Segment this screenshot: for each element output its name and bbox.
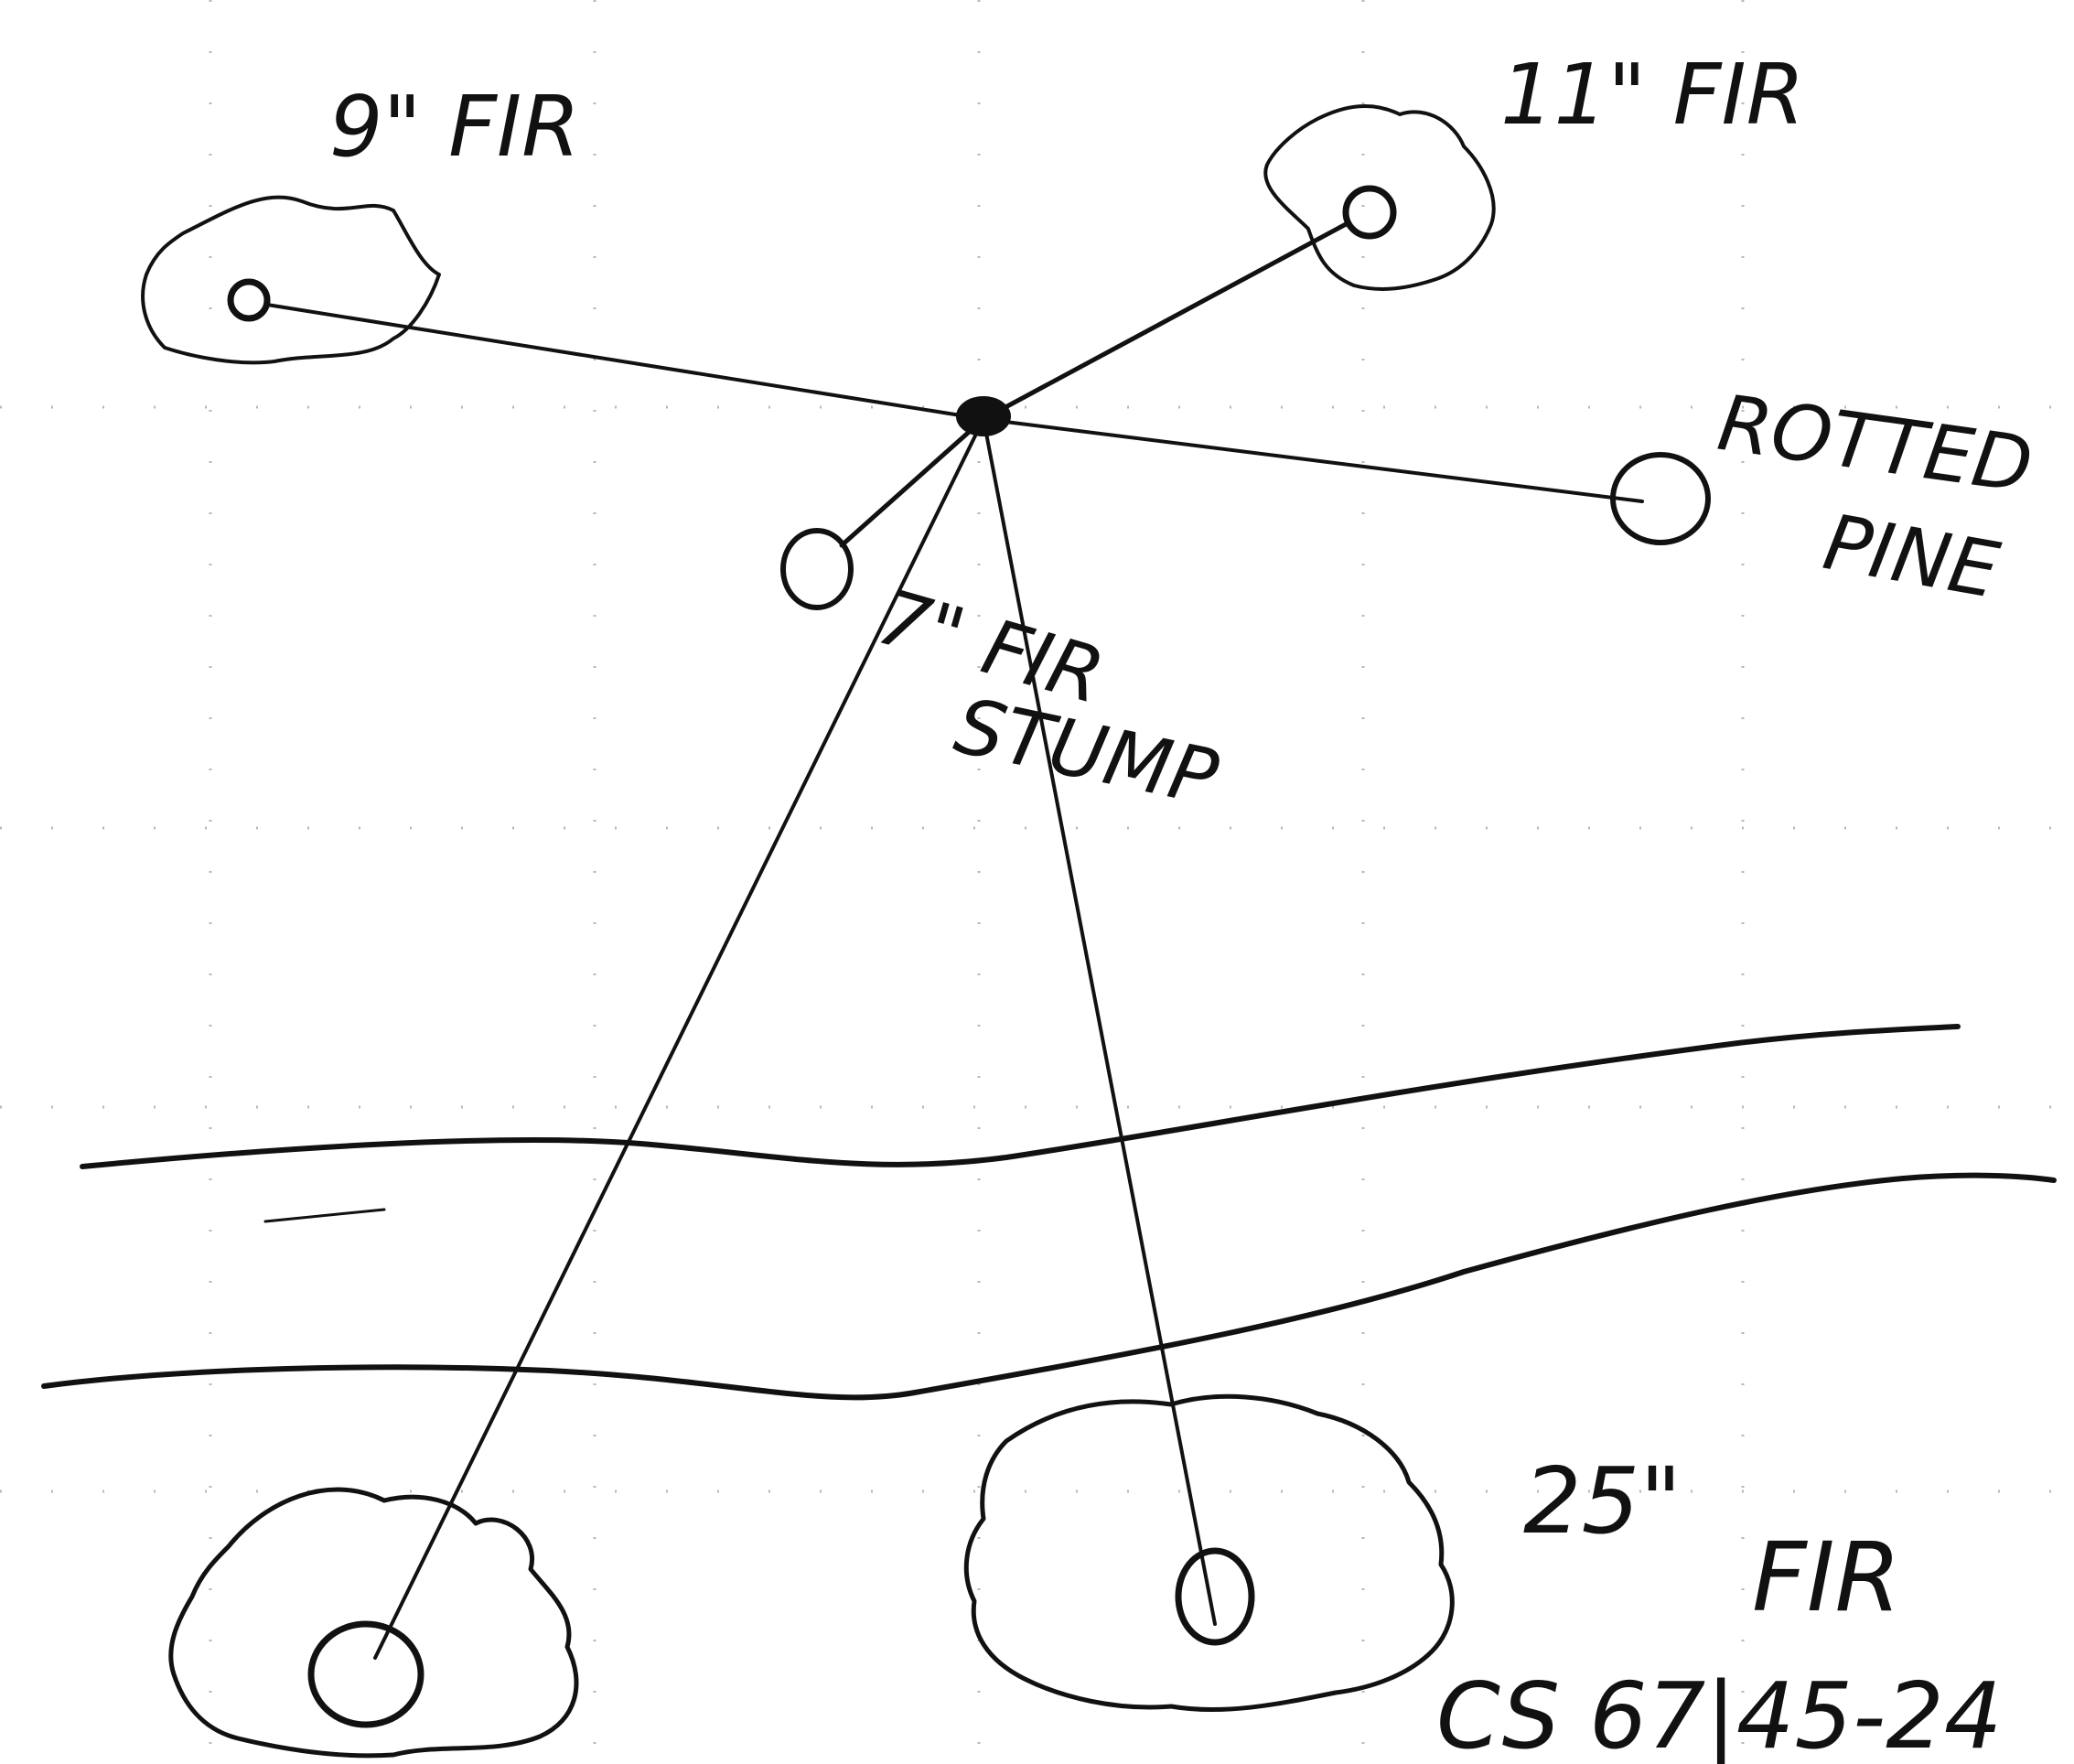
label-25in-fir: FIR [1752,1522,1901,1633]
road-upper-line [80,1024,1961,1169]
trunk-7in-fir-stump [780,528,854,610]
bearing-line-25in-fir [982,417,1217,1626]
trunk-9in-fir [227,278,271,322]
label-11in-fir: 11" FIR [1500,46,1805,144]
trunk-25in-fir [1175,1547,1255,1646]
crown-11in-fir [1263,103,1496,291]
crown-lower-left-tree [168,1487,579,1759]
bearing-line-rotted-pine [982,417,1644,503]
crown-25in-fir [963,1393,1455,1712]
bearing-line-9in-fir [265,303,985,421]
road-lower-line [41,1172,2057,1401]
crown-9in-fir [141,195,441,365]
label-9in-fir: 9" FIR [329,78,580,176]
corner-point-marker [956,396,1011,436]
trunk-lower-left-tree [307,1620,424,1728]
stray-mark [263,1208,386,1223]
label-25in: 25" [1523,1447,1682,1554]
label-rotted: ROTTED [1713,378,2037,511]
bearing-line-11in-fir [981,220,1350,422]
label-pine: PINE [1818,497,2005,616]
label-reference-number: CS 67|45-24 [1436,1662,2002,1764]
trunk-11in-fir [1342,185,1397,240]
bearing-line-lower-left-tree [373,417,985,1660]
bearing-lines [265,220,1644,1660]
bearing-line-7in-fir-stump [839,416,986,548]
